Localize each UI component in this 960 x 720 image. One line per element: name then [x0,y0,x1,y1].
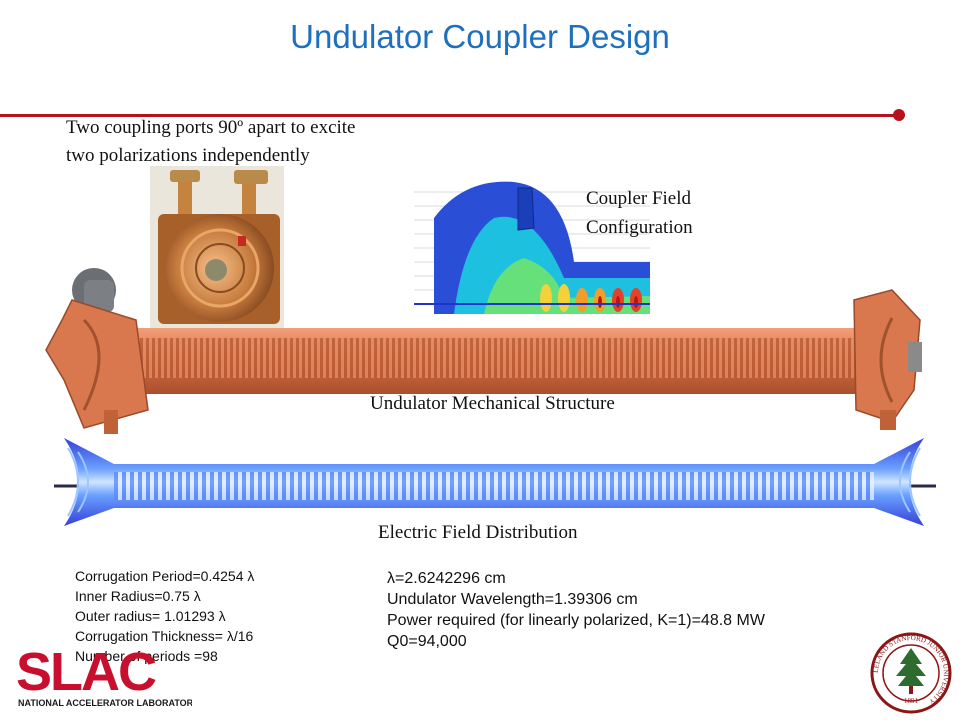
coupler-field-caption-line-1: Coupler Field [586,188,692,209]
stanford-seal: LELAND STANFORD JUNIOR UNIVERSITY 1891 [870,632,952,714]
slac-logo: SLAC NATIONAL ACCELERATOR LABORATORY [16,642,192,708]
coupler-field-caption: Coupler Field Configuration [586,184,693,242]
right-parameters: λ=2.6242296 cm Undulator Wavelength=1.39… [387,568,765,652]
title-rule-dot [893,109,905,121]
slide-title: Undulator Coupler Design [290,18,670,55]
param-corrugation-thickness: Corrugation Thickness= λ/16 [75,628,254,644]
param-power-required: Power required (for linearly polarized, … [387,612,765,629]
ports-annotation-line-1: Two coupling ports 90º apart to excite [66,117,356,138]
param-lambda: λ=2.6242296 cm [387,570,506,587]
electric-field-caption: Electric Field Distribution [378,522,578,543]
slac-logo-subtitle: NATIONAL ACCELERATOR LABORATORY [18,698,192,708]
param-inner-radius: Inner Radius=0.75 λ [75,588,201,604]
slac-logo-text: SLAC [16,642,156,702]
param-corrugation-period: Corrugation Period=0.4254 λ [75,568,255,584]
title-rule [0,114,900,117]
coupler-field-image [414,178,650,314]
stanford-seal-year: 1891 [904,697,919,705]
electric-field-image [54,438,936,526]
coupler-photo [150,166,284,328]
ports-annotation-line-2: two polarizations independently [66,145,310,166]
param-q0: Q0=94,000 [387,633,467,650]
param-undulator-wavelength: Undulator Wavelength=1.39306 cm [387,591,638,608]
left-parameters: Corrugation Period=0.4254 λ Inner Radius… [75,566,254,666]
coupler-field-caption-line-2: Configuration [586,217,693,238]
ports-annotation: Two coupling ports 90º apart to excite t… [66,114,356,170]
mechanical-structure-image [45,268,922,434]
mechanical-structure-caption: Undulator Mechanical Structure [370,393,615,414]
param-number-of-periods: Number of periods =98 [75,648,218,664]
param-outer-radius: Outer radius= 1.01293 λ [75,608,226,624]
